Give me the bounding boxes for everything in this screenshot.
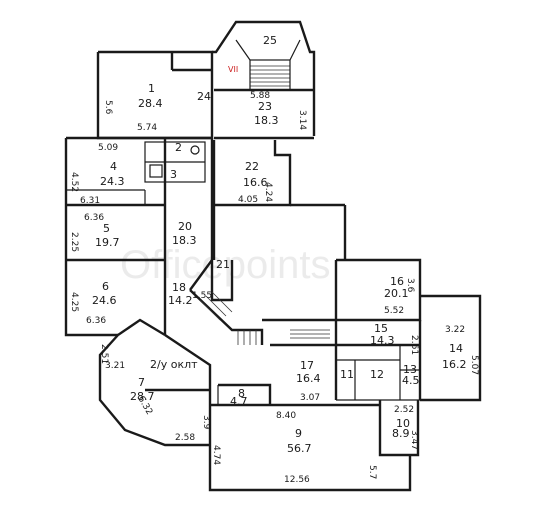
dim-label: 4.25 bbox=[69, 292, 79, 312]
room-3-number: 3 bbox=[170, 168, 177, 181]
dim-label: 4.52 bbox=[69, 172, 79, 192]
room-2-number: 2 bbox=[175, 141, 182, 154]
watermark: Officepoints bbox=[120, 243, 331, 287]
dim-label: 3.21 bbox=[105, 361, 125, 371]
room-15-number: 15 bbox=[374, 322, 388, 335]
room-23-number: 23 bbox=[258, 100, 272, 113]
dim-label: 2.51 bbox=[99, 344, 109, 364]
room-labels: 1 28.4 2 3 4 24.3 5 19.7 6 24.6 7 28.7 8… bbox=[92, 34, 467, 455]
dim-label: 3.9 bbox=[201, 415, 211, 430]
dim-label: 2.52 bbox=[394, 405, 414, 415]
room-4-area: 24.3 bbox=[100, 175, 125, 188]
dim-label: 4.24 bbox=[263, 182, 273, 202]
dim-label: 6.36 bbox=[86, 316, 106, 326]
room-9-area: 56.7 bbox=[287, 442, 312, 455]
dim-label: 3.47 bbox=[409, 430, 419, 450]
room-1-number: 1 bbox=[148, 82, 155, 95]
room-13-number: 13 bbox=[403, 363, 417, 376]
dim-label: 5.88 bbox=[250, 91, 270, 101]
dim-label: 12.56 bbox=[284, 475, 310, 485]
room-17-area: 16.4 bbox=[296, 372, 321, 385]
room-20-area: 18.3 bbox=[172, 234, 197, 247]
dim-label: 4.74 bbox=[211, 445, 221, 465]
room-8-number: 8 bbox=[238, 387, 245, 400]
dim-label: 5.52 bbox=[384, 306, 404, 316]
room-23-area: 18.3 bbox=[254, 114, 279, 127]
room-10-area: 8.9 bbox=[392, 427, 410, 440]
room-16-area: 20.1 bbox=[384, 287, 409, 300]
room-5-number: 5 bbox=[103, 222, 110, 235]
room-12-number: 12 bbox=[370, 368, 384, 381]
room-15-area: 14.3 bbox=[370, 334, 395, 347]
room-18-area: 14.2 bbox=[168, 294, 193, 307]
room-14-number: 14 bbox=[449, 342, 463, 355]
dim-label: 5.07 bbox=[469, 355, 479, 375]
dimension-labels: 5.6 5.74 5.88 3.14 5.09 4.52 6.31 4.24 4… bbox=[69, 91, 479, 485]
room-9-number: 9 bbox=[295, 427, 302, 440]
room-24-number: 24 bbox=[197, 90, 211, 103]
room-5-area: 19.7 bbox=[95, 236, 120, 249]
stairs-lower bbox=[199, 291, 330, 345]
stairs-upper bbox=[235, 39, 301, 91]
room-22-number: 22 bbox=[245, 160, 259, 173]
dim-label: 8.40 bbox=[276, 411, 296, 421]
dim-label: 3.6 bbox=[405, 278, 415, 293]
dim-label: 5.7 bbox=[367, 465, 377, 479]
wc-block bbox=[144, 141, 206, 183]
room-6-number: 6 bbox=[102, 280, 109, 293]
dim-label: 6.36 bbox=[84, 213, 104, 223]
dim-label: 2.58 bbox=[175, 433, 195, 443]
dim-label: 2.61 bbox=[409, 335, 419, 355]
dim-label: 3.22 bbox=[445, 325, 465, 335]
room-7-area: 28.7 bbox=[130, 390, 155, 403]
room-7-number: 7 bbox=[138, 376, 145, 389]
dim-label: 3.14 bbox=[297, 110, 307, 130]
room-10-number: 10 bbox=[396, 417, 410, 430]
dim-label: 5.74 bbox=[137, 123, 157, 133]
room-8-area: 4.7 bbox=[230, 395, 248, 408]
room-25-number: 25 bbox=[263, 34, 277, 47]
outer-walls bbox=[64, 20, 482, 492]
dim-label: 3.07 bbox=[300, 393, 320, 403]
room-18-number: 18 bbox=[172, 281, 186, 294]
dim-label: 6.31 bbox=[80, 196, 100, 206]
room-20-number: 20 bbox=[178, 220, 192, 233]
room-16-number: 16 bbox=[390, 275, 404, 288]
dim-label: 4.05 bbox=[238, 195, 258, 205]
dim-label: 5.09 bbox=[98, 143, 118, 153]
room-22-area: 16.6 bbox=[243, 176, 268, 189]
room-14-area: 16.2 bbox=[442, 358, 467, 371]
room-13-area: 4.5 bbox=[402, 374, 420, 387]
room-11-number: 11 bbox=[340, 368, 354, 381]
room-1-area: 28.4 bbox=[138, 97, 163, 110]
marker-label: VII bbox=[228, 65, 238, 74]
room-6-area: 24.6 bbox=[92, 294, 117, 307]
room-21-number: 21 bbox=[216, 258, 230, 271]
dim-label: 2.25 bbox=[69, 232, 79, 252]
room-17-number: 17 bbox=[300, 359, 314, 372]
dim-label: 1.55 bbox=[192, 291, 212, 301]
dim-label: 5.6 bbox=[103, 100, 113, 115]
room-24-note: 2/у оклт bbox=[150, 358, 198, 371]
room-4-number: 4 bbox=[110, 160, 117, 173]
